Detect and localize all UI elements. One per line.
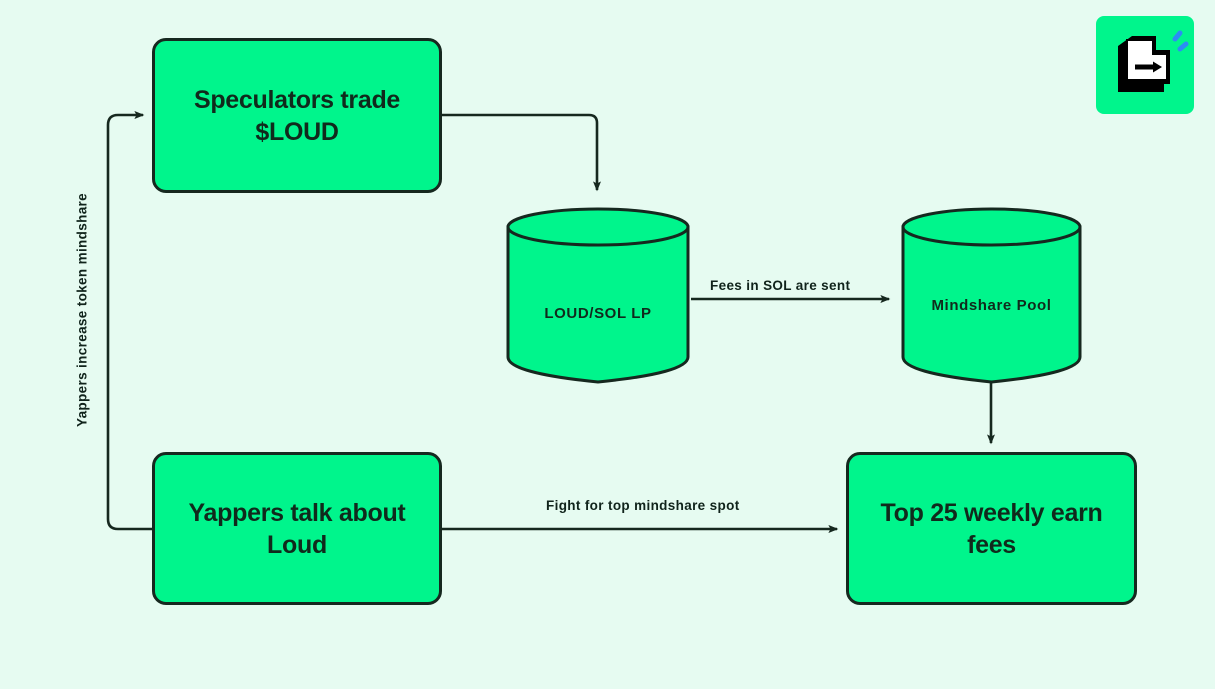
edge-label-fees-in-sol: Fees in SOL are sent <box>710 278 851 293</box>
edge-label-fight-for-top-mindshare: Fight for top mindshare spot <box>546 498 740 513</box>
sparkle-icon <box>1172 30 1189 52</box>
node-loudsol-lp[interactable]: LOUD/SOL LP <box>505 205 691 385</box>
app-logo-badge[interactable] <box>1096 16 1194 114</box>
node-top25-weekly[interactable]: Top 25 weekly earn fees <box>846 452 1137 605</box>
node-speculators-trade[interactable]: Speculators trade $LOUD <box>152 38 442 193</box>
edge-label-yappers-increase-mindshare: Yappers increase token mindshare <box>74 192 90 428</box>
cylinder-shape <box>901 207 1082 384</box>
node-label: Speculators trade $LOUD <box>193 85 401 146</box>
cylinder-shape <box>506 207 690 384</box>
node-label: Top 25 weekly earn fees <box>880 498 1103 559</box>
document-arrow-icon <box>1118 30 1189 92</box>
edge-yappers-to-speculators <box>106 111 152 531</box>
node-label: Yappers talk about Loud <box>188 498 406 559</box>
node-yappers-talk[interactable]: Yappers talk about Loud <box>152 452 442 605</box>
node-mindshare-pool[interactable]: Mindshare Pool <box>900 205 1083 385</box>
edge-speculators-to-lp <box>442 113 601 192</box>
